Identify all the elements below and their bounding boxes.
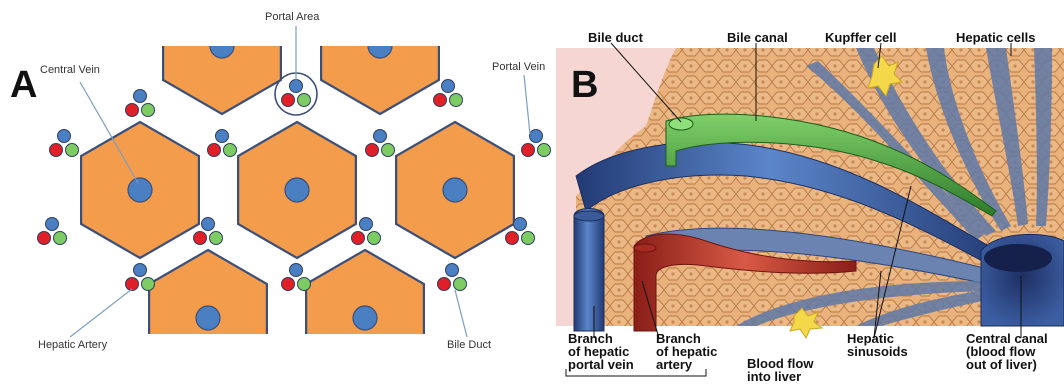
central-vein-label: Central Vein xyxy=(40,64,100,76)
bile-duct-dot xyxy=(224,144,237,157)
central-canal-label: Central canal (blood flow out of liver) xyxy=(966,332,1048,371)
portal-triad xyxy=(50,130,79,157)
panel-b-letter: B xyxy=(571,66,598,104)
panel-a-diagram xyxy=(0,0,560,383)
hepatic-cells-label: Hepatic cells xyxy=(956,31,1036,44)
portal-triad xyxy=(434,80,463,107)
blood-flow-into-liver-label: Blood flow into liver xyxy=(747,357,813,383)
hepatic-artery-dot xyxy=(282,94,295,107)
central-vein-dot xyxy=(368,34,392,58)
portal-triad xyxy=(208,130,237,157)
portal-triad xyxy=(366,130,395,157)
leader-line xyxy=(455,290,467,337)
central-vein-dot xyxy=(443,178,467,202)
bile-duct-dot xyxy=(210,232,223,245)
central-canal-opening xyxy=(984,244,1052,272)
portal-vein-dot xyxy=(360,218,373,231)
hepatic-artery-dot xyxy=(506,232,519,245)
portal-vein-dot xyxy=(290,264,303,277)
panel-b-diagram xyxy=(556,26,1064,383)
hepatic-artery-dot xyxy=(194,232,207,245)
portal-vein-opening xyxy=(574,211,604,221)
portal-vein-dot xyxy=(442,80,455,93)
hepatic-artery-dot xyxy=(366,144,379,157)
bile-duct-dot xyxy=(66,144,79,157)
hepatic-artery-dot xyxy=(282,278,295,291)
panel-a-letter: A xyxy=(10,66,37,104)
portal-vein-dot xyxy=(134,90,147,103)
bile-duct-opening xyxy=(669,118,693,130)
central-vein-dot xyxy=(285,178,309,202)
central-canal-line-3: out of liver) xyxy=(966,358,1048,371)
bile-canal-label: Bile canal xyxy=(727,31,788,44)
portal-triad xyxy=(438,264,467,291)
lobules-group xyxy=(81,0,514,383)
portal-vein-dot xyxy=(446,264,459,277)
hepatic-artery-dot xyxy=(434,94,447,107)
portal-triad xyxy=(282,264,311,291)
leader-line xyxy=(70,289,132,337)
central-vein-dot xyxy=(353,306,377,330)
portal-vein-dot xyxy=(58,130,71,143)
portal-vein-dot xyxy=(134,264,147,277)
hepatic-artery-label: Hepatic Artery xyxy=(38,339,107,351)
portal-triad xyxy=(522,130,551,157)
kupffer-cell-label: Kupffer cell xyxy=(825,31,897,44)
bile-duct-dot xyxy=(522,232,535,245)
bile-duct-dot xyxy=(142,104,155,117)
bile-duct-dot xyxy=(298,94,311,107)
portal-area-label: Portal Area xyxy=(265,11,319,23)
hepatic-artery-dot xyxy=(438,278,451,291)
hepatic-artery-dot xyxy=(126,104,139,117)
central-vein-dot xyxy=(210,34,234,58)
portal-triad xyxy=(282,80,311,107)
portal-vein-dot xyxy=(202,218,215,231)
branch-portal-vein-label: Branch of hepatic portal vein xyxy=(568,332,634,371)
central-vein-dot xyxy=(128,178,152,202)
hepatic-artery-dot xyxy=(126,278,139,291)
bile-duct-dot xyxy=(538,144,551,157)
hepatic-artery-dot xyxy=(50,144,63,157)
bile-duct-dot xyxy=(382,144,395,157)
branch-hepatic-artery-line-3: artery xyxy=(656,358,717,371)
bile-duct-dot xyxy=(54,232,67,245)
hepatic-artery-dot xyxy=(38,232,51,245)
bile-duct-dot xyxy=(142,278,155,291)
portal-triad xyxy=(126,264,155,291)
bile-duct-dot xyxy=(454,278,467,291)
bile-duct-dot xyxy=(298,278,311,291)
bile-duct-label-b: Bile duct xyxy=(588,31,643,44)
hepatic-artery-dot xyxy=(208,144,221,157)
leader-line xyxy=(524,75,530,134)
portal-vein-dot xyxy=(46,218,59,231)
portal-vein-dot xyxy=(374,130,387,143)
bile-duct-dot xyxy=(450,94,463,107)
hepatic-artery-dot xyxy=(352,232,365,245)
portal-vein-branch-vertical xyxy=(574,209,604,332)
hepatic-sinusoids-label: Hepatic sinusoids xyxy=(847,332,908,358)
portal-vein-dot xyxy=(530,130,543,143)
bile-duct-dot xyxy=(368,232,381,245)
portal-triad xyxy=(38,218,67,245)
hepatic-sinusoids-line-2: sinusoids xyxy=(847,345,908,358)
portal-vein-label: Portal Vein xyxy=(492,61,545,73)
portal-triad xyxy=(126,90,155,117)
hepatic-artery-dot xyxy=(522,144,535,157)
portal-vein-dot xyxy=(216,130,229,143)
portal-vein-dot xyxy=(290,80,303,93)
hepatic-artery-opening xyxy=(634,244,656,252)
blood-flow-line-2: into liver xyxy=(747,370,813,383)
central-vein-dot xyxy=(196,306,220,330)
bile-duct-label-a: Bile Duct xyxy=(447,339,491,351)
branch-hepatic-artery-label: Branch of hepatic artery xyxy=(656,332,717,371)
portal-vein-dot xyxy=(514,218,527,231)
branch-portal-vein-line-3: portal vein xyxy=(568,358,634,371)
